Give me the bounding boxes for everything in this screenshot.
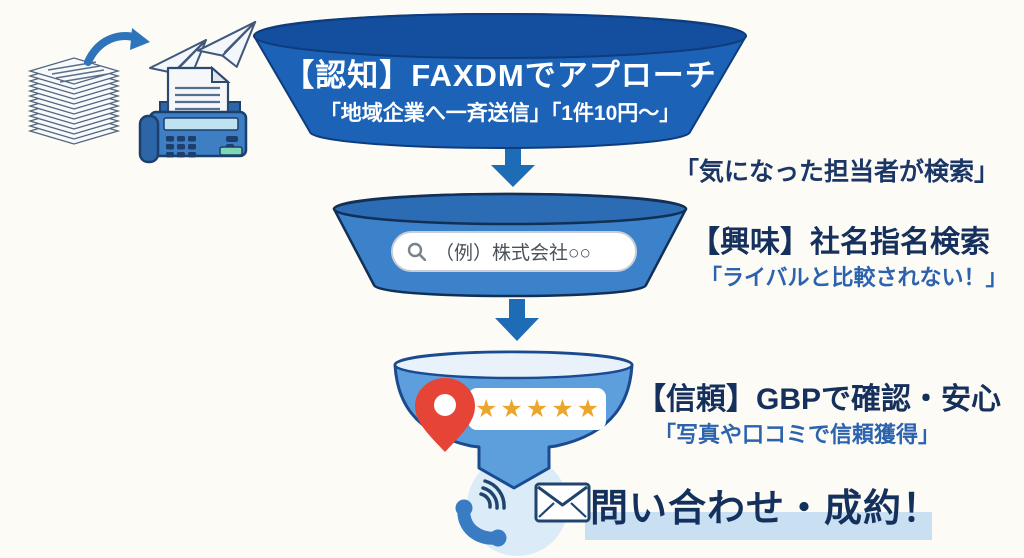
fax-illustration [29, 20, 257, 164]
star-icons: ★★★★★ [474, 394, 603, 423]
funnel-stage-awareness [252, 12, 748, 150]
map-pin-icon [415, 378, 475, 452]
search-box: （例）株式会社○○ [391, 231, 637, 272]
curved-arrow-icon [84, 28, 150, 66]
paper-plane-icon [196, 20, 257, 68]
down-arrow-icon [495, 299, 539, 341]
fax-machine-icon [138, 65, 248, 164]
paper-stack-icon [29, 57, 119, 145]
down-arrow-icon [491, 147, 535, 187]
stage2-subtitle: 「ライバルと比較されない！」 [700, 265, 1008, 290]
stage1-title: 【認知】FAXDMでアプローチ [283, 58, 717, 93]
stage3-subtitle: 「写真や口コミで信頼獲得」 [654, 422, 941, 447]
result-label: 問い合わせ・成約！ [590, 488, 942, 530]
star-rating: ★★★★★ [468, 388, 606, 430]
stage3-title: 【信頼】GBPで確認・安心 [636, 383, 1002, 416]
search-icon [407, 242, 426, 261]
search-box-text: （例）株式会社○○ [435, 243, 591, 264]
envelope-icon [534, 482, 591, 523]
search-behavior-note: 「気になった担当者が検索」 [674, 158, 1000, 186]
result-highlight [585, 512, 932, 540]
phone-icon [455, 479, 507, 547]
stage1-subtitle: 「地域企業へ一斉送信」「1件10円〜」 [319, 102, 681, 125]
stage2-title: 【興味】社名指名検索 [690, 226, 990, 259]
